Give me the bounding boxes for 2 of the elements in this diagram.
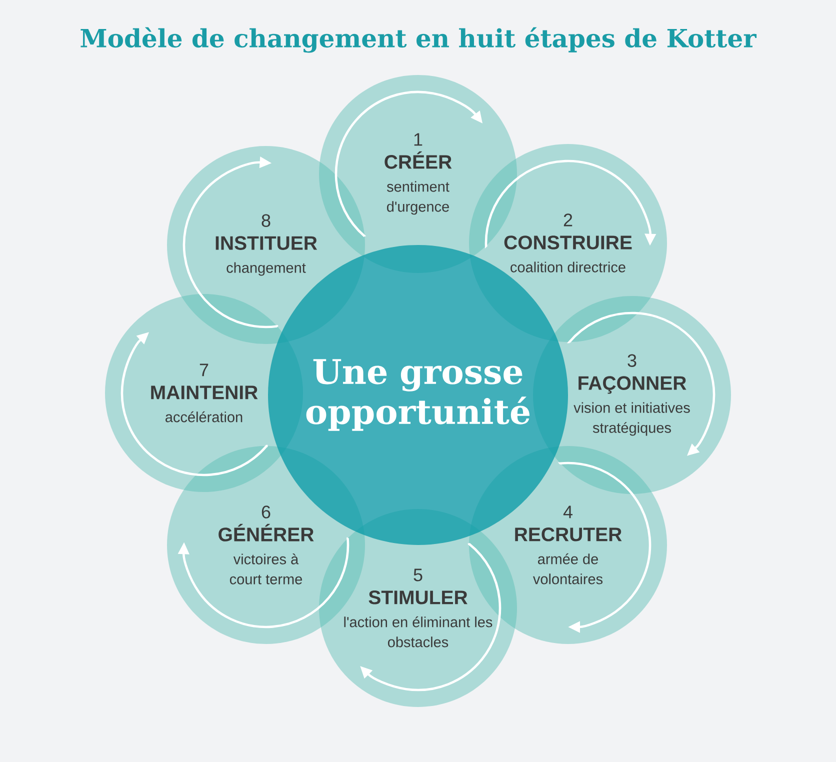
curved-arrow xyxy=(484,160,656,248)
title: Modèle de changement en huit étapes de Kotter xyxy=(80,27,757,53)
